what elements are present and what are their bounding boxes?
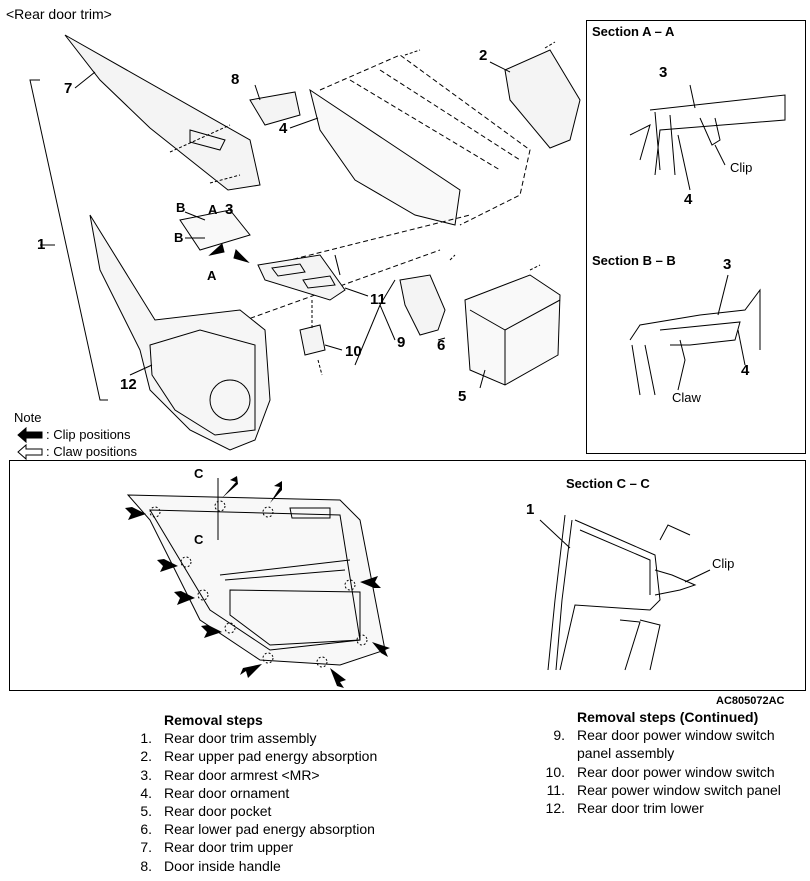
- callout-10: 10: [345, 343, 362, 360]
- bb-claw-label: Claw: [672, 390, 701, 405]
- callout-8: 8: [231, 71, 240, 88]
- section-aa-bb-frame: [586, 20, 806, 454]
- bb-callout-3: 3: [723, 256, 732, 273]
- note-clip: : Clip positions: [46, 427, 131, 442]
- list-item: 2.Rear upper pad energy absorption: [140, 748, 378, 765]
- page-title: <Rear door trim>: [6, 6, 112, 22]
- cc-callout-1: 1: [526, 501, 535, 518]
- list-item: 3.Rear door armrest <MR>: [140, 766, 320, 783]
- removal-steps-right: Removal steps (Continued) 9.Rear door po…: [531, 708, 781, 817]
- marker-c-bottom: C: [194, 532, 204, 547]
- list-item: 11.Rear power window switch panel: [546, 781, 781, 798]
- callout-7: 7: [64, 80, 73, 97]
- list-item: 5.Rear door pocket: [140, 803, 272, 820]
- callout-5: 5: [458, 388, 467, 405]
- callout-3: 3: [225, 201, 234, 218]
- list-item: 8.Door inside handle: [140, 857, 281, 874]
- callout-6: 6: [437, 337, 446, 354]
- callout-4: 4: [279, 120, 288, 137]
- cc-clip-label: Clip: [712, 556, 735, 571]
- list-item: 6.Rear lower pad energy absorption: [140, 821, 375, 838]
- figure-code: AC805072AC: [716, 695, 785, 707]
- aa-callout-3: 3: [659, 64, 668, 81]
- aa-callout-4: 4: [684, 191, 693, 208]
- section-aa-title: Section A – A: [592, 24, 675, 39]
- section-bb-title: Section B – B: [592, 253, 676, 268]
- removal-heading: Removal steps: [164, 712, 263, 728]
- removal-heading-continued: Removal steps (Continued): [577, 709, 759, 725]
- list-item-cont: panel assembly: [577, 745, 675, 762]
- aa-clip-label: Clip: [730, 160, 753, 175]
- removal-steps-left: Removal steps 1.Rear door trim assembly …: [118, 711, 377, 875]
- section-cc-frame: [9, 460, 806, 691]
- list-item: 9.Rear door power window switch: [553, 727, 775, 744]
- marker-b-top: B: [176, 200, 186, 215]
- list-item: 10.Rear door power window switch: [545, 763, 775, 780]
- callout-9: 9: [397, 334, 406, 351]
- callout-12: 12: [120, 376, 137, 393]
- callout-1: 1: [37, 236, 46, 253]
- note-claw: : Claw positions: [46, 444, 138, 459]
- marker-a-bottom: A: [207, 268, 217, 283]
- note-title: Note: [14, 410, 42, 425]
- list-item: 1.Rear door trim assembly: [140, 730, 317, 747]
- section-cc-title: Section C – C: [566, 476, 650, 491]
- marker-a-top: A: [208, 202, 218, 217]
- callout-11: 11: [370, 291, 386, 308]
- bb-callout-4: 4: [741, 362, 750, 379]
- callout-2: 2: [479, 47, 488, 64]
- list-item: 12.Rear door trim lower: [545, 800, 704, 817]
- marker-b-bottom: B: [174, 230, 184, 245]
- list-item: 7.Rear door trim upper: [140, 839, 294, 856]
- marker-c-top: C: [194, 466, 204, 481]
- list-item: 4.Rear door ornament: [140, 784, 290, 801]
